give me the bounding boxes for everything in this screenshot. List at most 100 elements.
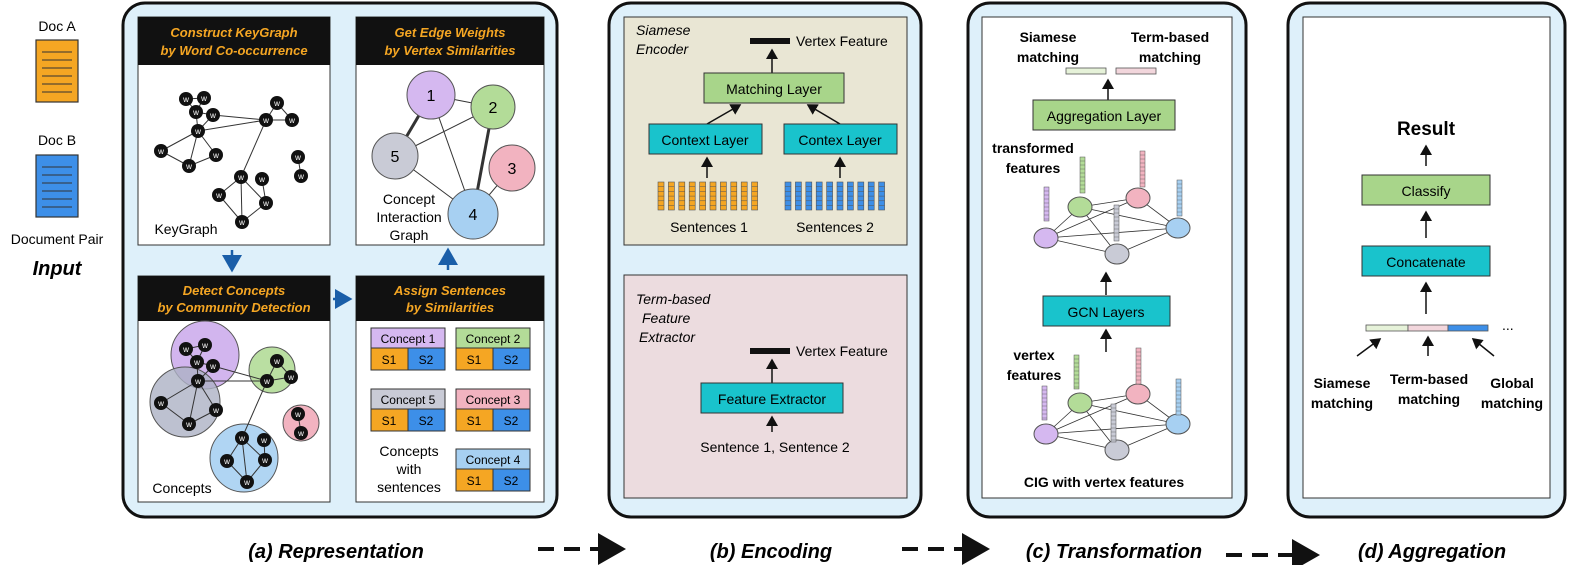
word-node: w [206,108,220,122]
doc-a-label: Doc A [38,18,76,34]
siamese-encoder-line1: Siamese [636,22,691,38]
word-node-letter: w [185,420,192,429]
embedding-bar [720,181,727,211]
word-node: w [284,370,298,384]
vertex-feature-bar-2 [750,348,790,354]
embedding-bar [878,181,885,211]
feature-extractor-box [700,382,844,414]
word-node: w [257,433,271,447]
word-node: w [182,159,196,173]
graph-node [1067,196,1093,218]
word-node: w [209,148,223,162]
with-label-line2: with [396,461,422,477]
vertex-feature-label: Vertex Feature [796,33,888,49]
term-matching-line2: matching [1139,49,1201,65]
cig-node-5: 5 [371,132,419,180]
word-node: w [260,374,274,388]
word-node: w [258,453,272,467]
word-node-letter: w [288,116,295,125]
word-node-letter: w [200,94,207,103]
cig-vertex-caption: CIG with vertex features [1024,474,1184,490]
classify-box [1361,174,1491,206]
graph-edge [1045,227,1179,239]
word-node-letter: w [273,99,280,108]
word-node-letter: w [157,399,164,408]
word-node: w [234,170,248,184]
doc-a-icon [35,39,79,103]
edge-title-line2: by Vertex Similarities [384,43,515,58]
embedding-bar [751,181,758,211]
word-node-letter: w [194,127,201,136]
word-node: w [294,169,308,183]
term-extractor-line1: Term-based [636,291,711,307]
siamese-encoder-box: Siamese Encoder Vertex Feature Matching … [623,16,908,246]
assign-title-line2: by Similarities [406,300,494,315]
graph-node [1067,392,1093,414]
word-node-letter: w [193,358,200,367]
assign-subpanel: Assign Sentences by Similarities Concept… [355,275,545,503]
s2-label: S2 [419,353,434,367]
word-node-letter: w [238,434,245,443]
construct-title-line2: by Word Co-occurrence [160,43,307,58]
input-section: Doc A Doc B Document Pair Input [11,18,104,280]
word-node-letter: w [201,341,208,350]
s2-label: S2 [504,353,519,367]
aggregation-layer-box [1032,99,1176,131]
feature-vector [1176,179,1183,217]
word-node: w [191,124,205,138]
embedding-bar [836,181,844,211]
word-node: w [154,144,168,158]
transformed-features-line1: transformed [992,140,1074,156]
embedding-bar [867,181,875,211]
embedding-bar [805,181,813,211]
graph-node [1165,413,1191,435]
word-node-letter: w [212,406,219,415]
word-node-letter: w [185,162,192,171]
word-node-letter: w [209,111,216,120]
caption-representation: (a) Representation [248,541,424,563]
gcn-layers-box [1042,295,1171,327]
embedding-bar [668,181,675,211]
word-node: w [259,113,273,127]
caption-transformation: (c) Transformation [1026,541,1202,563]
word-node: w [240,475,254,489]
result-label: Result [1397,119,1456,140]
cig-node-2: 2 [470,84,516,130]
embedding-bar [847,181,854,211]
siamese-vector [1365,324,1409,332]
word-node-letter: w [262,199,269,208]
graph-node [1165,217,1191,239]
feature-vector [1175,378,1182,416]
feature-vector [1135,347,1142,385]
word-node: w [220,454,234,468]
concatenate-label: Concatenate [1386,254,1466,270]
feature-vector [1110,403,1117,443]
embedding-bar [730,181,738,211]
caption-aggregation: (d) Aggregation [1358,541,1506,563]
with-label-line3: sentences [377,479,441,495]
word-node-letter: w [294,410,301,419]
concept-name: Concept 1 [381,332,436,346]
term-extractor-box: Term-based Feature Extractor Vertex Feat… [623,274,908,499]
transformed-graph [1033,150,1191,265]
s2-label: S2 [504,474,519,488]
embedding-bar [815,181,823,211]
detect-title-line2: by Community Detection [157,300,310,315]
with-label-line1: Concepts [379,443,438,459]
transformation-content: Siamese matching Term-based matching Agg… [981,16,1233,499]
word-node-letter: w [273,357,280,366]
word-node: w [198,338,212,352]
agg-global-line1: Global [1490,375,1534,391]
word-node: w [154,396,168,410]
word-node-letter: w [238,218,245,227]
word-node-letter: w [209,362,216,371]
cig-node-4: 4 [447,188,499,240]
concept-name: Concept 5 [381,393,436,407]
s1-label: S1 [382,353,397,367]
word-node-letter: w [157,147,164,156]
document-pair-label: Document Pair [11,231,104,247]
embedding-bar [678,181,686,211]
